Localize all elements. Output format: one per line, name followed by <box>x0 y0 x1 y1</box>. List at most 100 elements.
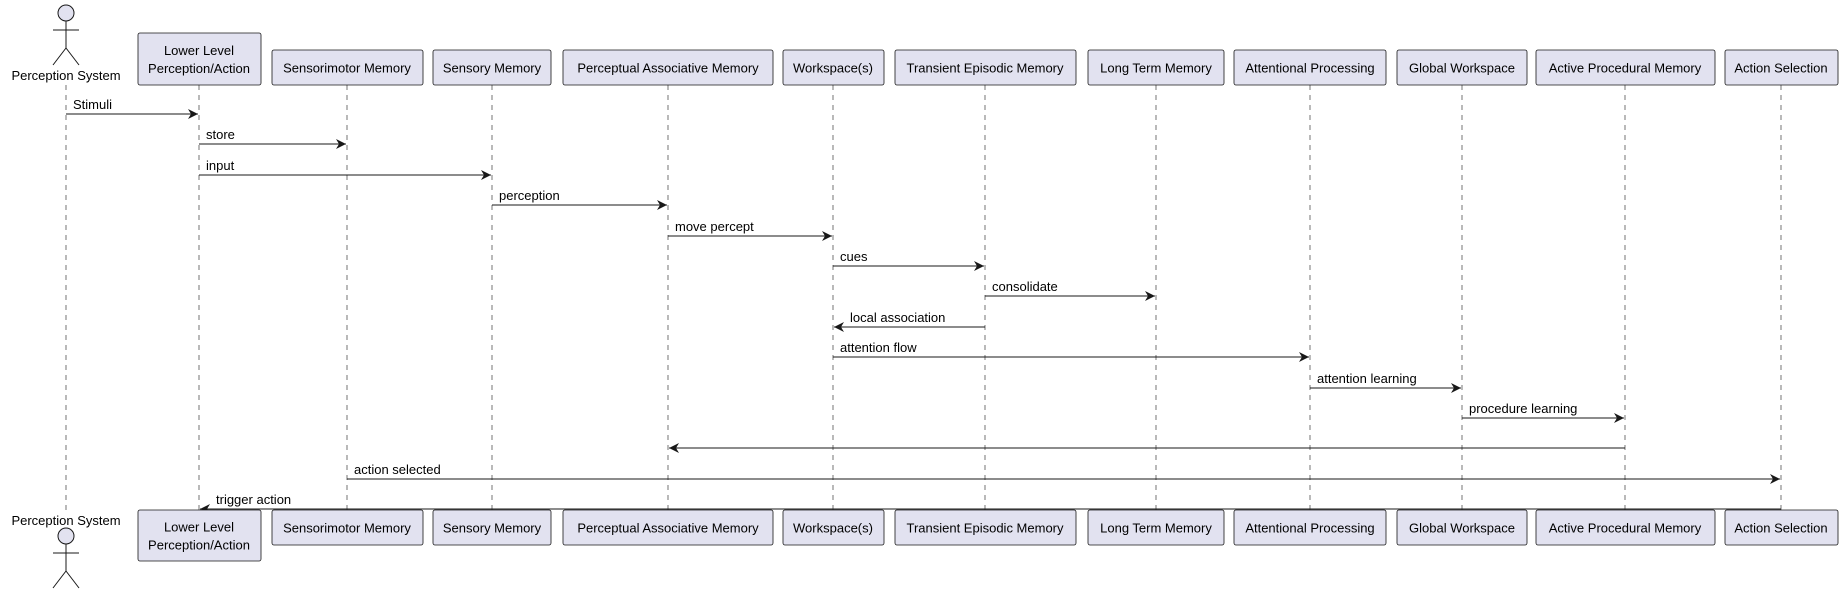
participant-box <box>1396 49 1528 86</box>
participant-box <box>1087 49 1225 86</box>
participant-label: Perceptual Associative Memory <box>577 61 759 76</box>
message-label: action selected <box>354 462 441 477</box>
participant-apm-bottom: Active Procedural Memory <box>1535 509 1716 546</box>
participant-as-bottom: Action Selection <box>1724 509 1839 546</box>
participant-label: Perception/Action <box>148 61 250 76</box>
message-arrow: cues <box>833 249 984 271</box>
participant-box <box>1724 49 1839 86</box>
participant-box <box>271 509 424 546</box>
messages: Stimuli store input perception move percept c… <box>66 97 1781 514</box>
message-label: trigger action <box>216 492 291 507</box>
participant-label: Attentional Processing <box>1245 61 1374 76</box>
participant-ltm-top: Long Term Memory <box>1087 49 1225 86</box>
participant-box <box>894 49 1077 86</box>
message-label: local association <box>850 310 945 325</box>
participant-label: Global Workspace <box>1409 521 1515 536</box>
participant-label: Lower Level <box>164 43 234 58</box>
participant-box <box>1535 49 1716 86</box>
participant-sm-top: Sensorimotor Memory <box>271 49 424 86</box>
participant-label: Sensorimotor Memory <box>283 521 411 536</box>
participant-ws-bottom: Workspace(s) <box>782 509 885 546</box>
participant-heads-bottom: Perception System Lower LevelPerception/A… <box>11 509 1839 589</box>
participant-label: Transient Episodic Memory <box>906 521 1064 536</box>
participant-sen-bottom: Sensory Memory <box>432 509 552 546</box>
message-label: move percept <box>675 219 754 234</box>
participant-label: Perception/Action <box>148 538 250 553</box>
lifelines <box>65 85 1782 510</box>
participant-label: Sensorimotor Memory <box>283 61 411 76</box>
participant-as-top: Action Selection <box>1724 49 1839 86</box>
participant-box <box>432 49 552 86</box>
message-label: Stimuli <box>73 97 112 112</box>
participant-box <box>1535 509 1716 546</box>
participant-box <box>1087 509 1225 546</box>
participant-box <box>271 49 424 86</box>
participant-box <box>137 32 262 86</box>
message-label: consolidate <box>992 279 1058 294</box>
actor-ps-top: Perception System <box>11 4 121 83</box>
message-label: cues <box>840 249 868 264</box>
participant-sen-top: Sensory Memory <box>432 49 552 86</box>
message-arrow: perception <box>492 188 667 210</box>
participant-box <box>562 49 774 86</box>
participant-gw-top: Global Workspace <box>1396 49 1528 86</box>
participant-box <box>432 509 552 546</box>
participant-label: Action Selection <box>1734 61 1827 76</box>
actor-label: Perception System <box>11 68 120 83</box>
participant-box <box>1233 509 1387 546</box>
participant-label: Attentional Processing <box>1245 521 1374 536</box>
message-arrow: attention learning <box>1310 371 1461 393</box>
message-arrow: action selected <box>347 462 1780 484</box>
participant-label: Action Selection <box>1734 521 1827 536</box>
participant-label: Perceptual Associative Memory <box>577 521 759 536</box>
participant-label: Sensory Memory <box>443 521 542 536</box>
message-label: procedure learning <box>1469 401 1577 416</box>
message-arrow: store <box>199 127 346 149</box>
participant-label: Active Procedural Memory <box>1549 61 1702 76</box>
participant-box <box>1396 509 1528 546</box>
message-label: attention learning <box>1317 371 1417 386</box>
participant-pam-top: Perceptual Associative Memory <box>562 49 774 86</box>
participant-label: Lower Level <box>164 520 234 535</box>
participant-tem-top: Transient Episodic Memory <box>894 49 1077 86</box>
participant-label: Transient Episodic Memory <box>906 61 1064 76</box>
message-arrow: local association <box>834 310 985 332</box>
message-arrow: procedure learning <box>1462 401 1624 423</box>
message-arrow: trigger action <box>200 492 1781 514</box>
participant-tem-bottom: Transient Episodic Memory <box>894 509 1077 546</box>
message-arrow: consolidate <box>985 279 1155 301</box>
participant-label: Workspace(s) <box>793 521 873 536</box>
participant-label: Active Procedural Memory <box>1549 521 1702 536</box>
actor-label: Perception System <box>11 513 120 528</box>
message-label: perception <box>499 188 560 203</box>
actor-ps-bottom: Perception System <box>11 513 121 589</box>
participant-ap-top: Attentional Processing <box>1233 49 1387 86</box>
participant-box <box>894 509 1077 546</box>
message-arrow: input <box>199 158 491 180</box>
participant-sm-bottom: Sensorimotor Memory <box>271 509 424 546</box>
message-arrow: move percept <box>668 219 832 241</box>
actor-stick-figure-icon <box>52 4 80 66</box>
participant-box <box>782 509 885 546</box>
participant-box <box>1724 509 1839 546</box>
participant-box <box>137 509 262 562</box>
participant-label: Workspace(s) <box>793 61 873 76</box>
message-arrow: attention flow <box>833 340 1309 362</box>
participant-apm-top: Active Procedural Memory <box>1535 49 1716 86</box>
participant-ap-bottom: Attentional Processing <box>1233 509 1387 546</box>
participant-label: Global Workspace <box>1409 61 1515 76</box>
participant-label: Sensory Memory <box>443 61 542 76</box>
participant-heads-top: Perception System Lower LevelPerception/A… <box>11 4 1839 86</box>
participant-box <box>1233 49 1387 86</box>
message-label: attention flow <box>840 340 917 355</box>
message-label: input <box>206 158 235 173</box>
actor-stick-figure-icon <box>52 527 80 589</box>
participant-ltm-bottom: Long Term Memory <box>1087 509 1225 546</box>
message-label: store <box>206 127 235 142</box>
message-arrow: Stimuli <box>66 97 198 119</box>
participant-ws-top: Workspace(s) <box>782 49 885 86</box>
participant-label: Long Term Memory <box>1100 521 1212 536</box>
